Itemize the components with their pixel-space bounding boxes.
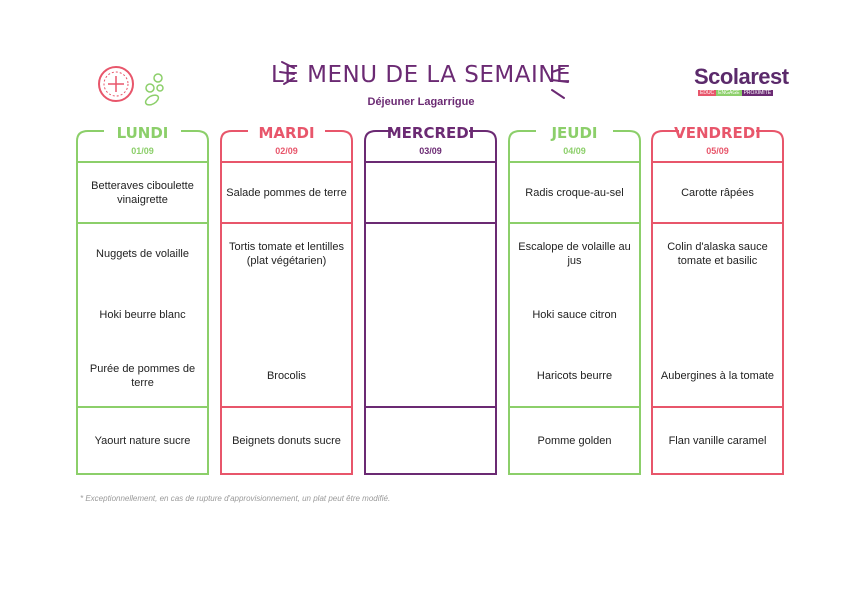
logo-name: Scolarest	[694, 64, 789, 89]
header-arc	[508, 130, 641, 162]
course-divider	[653, 222, 782, 224]
page-subtitle: Déjeuner Lagarrigue	[367, 96, 475, 108]
menu-item	[366, 163, 495, 222]
logo-tag: PROXIMITÉ	[741, 90, 774, 96]
menu-item: Beignets donuts sucre	[232, 434, 341, 447]
stamp-icon	[98, 66, 134, 102]
menu-item: Hoki beurre blanc	[99, 309, 186, 321]
menu-item	[366, 284, 495, 346]
day-name: VENDREDI	[674, 124, 761, 142]
day-name: MERCREDI	[386, 124, 475, 142]
menu-item	[366, 346, 495, 406]
header-arc	[651, 130, 784, 162]
menu-item: Salade pommes de terre	[226, 186, 347, 199]
peas-icon	[144, 73, 164, 106]
day-header: MARDI 02/09	[220, 124, 353, 162]
menu-item: Aubergines à la tomate	[660, 370, 775, 382]
course-divider	[653, 406, 782, 408]
day-header: LUNDI 01/09	[76, 124, 209, 162]
menu-item: Nuggets de volaille	[96, 248, 189, 260]
course-divider	[366, 222, 495, 224]
course-divider	[366, 406, 495, 408]
menu-item: Flan vanille caramel	[668, 434, 767, 447]
day-header: MERCREDI 03/09	[364, 124, 497, 162]
title-spark-right-icon	[551, 68, 569, 99]
day-name: MARDI	[258, 124, 315, 142]
day-column: MERCREDI 03/09	[364, 124, 497, 475]
course-divider	[510, 222, 639, 224]
menu-item: Brocolis	[266, 370, 307, 382]
title-spark-left-icon	[279, 61, 295, 85]
menu-item	[366, 408, 495, 473]
header-arc	[220, 130, 353, 162]
day-menu-box	[364, 161, 497, 475]
day-date: 01/09	[131, 146, 154, 156]
day-date: 02/09	[275, 146, 298, 156]
menu-item	[653, 284, 782, 346]
menu-item: Betteraves ciboulette vinaigrette	[91, 179, 194, 206]
menu-item	[222, 284, 351, 346]
course-divider	[222, 222, 351, 224]
course-divider	[78, 222, 207, 224]
menu-item: Purée de pommes de terre	[89, 363, 196, 389]
logo-tag: ENGAGÉ	[716, 90, 742, 96]
menu-item: Radis croque-au-sel	[525, 186, 624, 199]
menu-item: Pomme golden	[537, 434, 612, 447]
menu-item: Tortis tomate et lentilles (plat végétar…	[229, 241, 344, 267]
menu-item: Escalope de volaille au jus	[518, 241, 631, 267]
menu-item: Hoki sauce citron	[532, 309, 617, 321]
day-name: LUNDI	[116, 124, 169, 142]
menu-item: Carotte râpées	[681, 186, 754, 199]
day-date: 04/09	[563, 146, 586, 156]
day-date: 03/09	[419, 146, 442, 156]
course-divider	[510, 406, 639, 408]
course-divider	[222, 406, 351, 408]
day-header: VENDREDI 05/09	[651, 124, 784, 162]
menu-item: Colin d'alaska sauce tomate et basilic	[667, 241, 768, 267]
day-date: 05/09	[706, 146, 729, 156]
menu-item: Yaourt nature sucre	[94, 434, 191, 447]
page-title: LE MENU DE LA SEMAINE	[270, 62, 572, 88]
menu-item	[366, 224, 495, 284]
day-name: JEUDI	[551, 124, 598, 142]
logo-tag: ÉDUC	[698, 90, 717, 96]
day-header: JEUDI 04/09	[508, 124, 641, 162]
header-arc	[76, 130, 209, 162]
menu-item: Haricots beurre	[536, 370, 613, 382]
footnote: * Exceptionnellement, en cas de rupture …	[80, 494, 391, 503]
header-arc	[364, 130, 497, 162]
course-divider	[78, 406, 207, 408]
